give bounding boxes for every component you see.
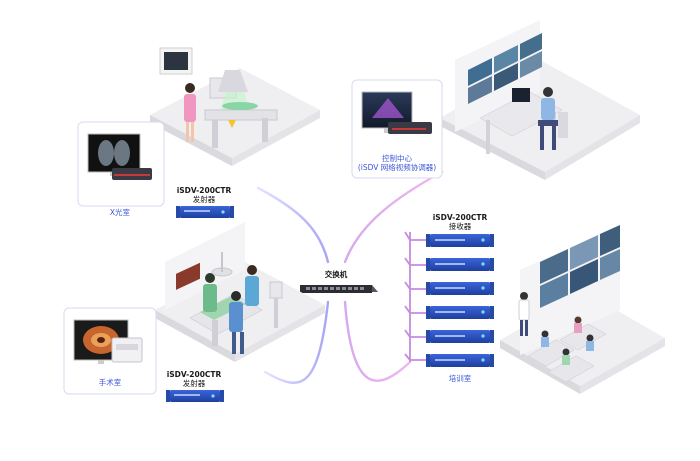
training-room-label: 培训室 bbox=[448, 374, 472, 383]
surgery-room-label: 手术室 bbox=[98, 378, 122, 387]
control-video-wall bbox=[468, 33, 542, 104]
xray-room-label: X光室 bbox=[109, 208, 131, 217]
surgery-inset-panel bbox=[63, 307, 157, 395]
network-switch-device bbox=[300, 285, 378, 293]
control-center-subtitle: (iSDV 网络视频协调器) bbox=[357, 163, 437, 172]
link-surgery-to-switch bbox=[263, 300, 330, 384]
control-center-scene bbox=[440, 20, 640, 180]
receivers-title: iSDV-200CTR bbox=[432, 213, 488, 222]
training-room-scene bbox=[500, 225, 665, 394]
switch-label: 交换机 bbox=[324, 270, 348, 279]
link-switch-to-receivers bbox=[343, 300, 412, 382]
connection-lines bbox=[256, 170, 444, 384]
link-control-to-switch bbox=[343, 170, 444, 264]
training-video-wall bbox=[540, 225, 620, 308]
xray-transmitter-subtitle: 发射器 bbox=[192, 195, 216, 204]
xray-inset-panel bbox=[77, 121, 165, 207]
xray-transmitter-device bbox=[176, 206, 234, 218]
surgery-transmitter-device bbox=[166, 390, 224, 402]
xray-transmitter-title: iSDV-200CTR bbox=[176, 186, 232, 195]
receiver-device bbox=[426, 354, 494, 367]
receiver-device bbox=[426, 330, 494, 343]
receivers-subtitle: 接收器 bbox=[448, 222, 472, 231]
receiver-device bbox=[426, 258, 494, 271]
xray-room-scene bbox=[150, 47, 320, 166]
surgery-transmitter-title: iSDV-200CTR bbox=[166, 370, 222, 379]
link-xray-to-switch bbox=[256, 186, 330, 264]
control-inset-panel bbox=[351, 79, 443, 179]
surgery-transmitter-subtitle: 发射器 bbox=[182, 379, 206, 388]
receiver-device bbox=[426, 282, 494, 295]
surgery-room-scene bbox=[155, 222, 325, 362]
receiver-device bbox=[426, 306, 494, 319]
control-center-title: 控制中心 bbox=[382, 154, 412, 163]
receiver-device bbox=[426, 234, 494, 247]
receiver-bus bbox=[404, 231, 430, 362]
receiver-devices bbox=[426, 234, 494, 367]
